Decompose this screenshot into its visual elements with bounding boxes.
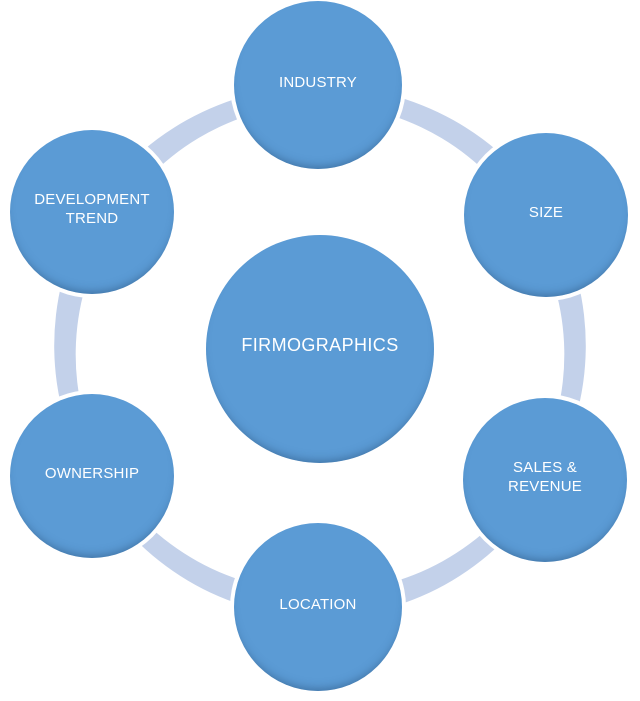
- node-size-label: SIZE: [528, 203, 564, 221]
- node-sales-revenue: SALES & REVENUE: [463, 398, 627, 562]
- node-ownership-label: OWNERSHIP: [44, 464, 140, 482]
- node-industry-label: INDUSTRY: [279, 73, 357, 91]
- center-node-label: FIRMOGRAPHICS: [241, 335, 399, 355]
- node-industry: INDUSTRY: [234, 1, 402, 169]
- node-location-label: LOCATION: [279, 595, 357, 613]
- node-development-trend: DEVELOPMENT TREND: [10, 130, 174, 294]
- node-ownership: OWNERSHIP: [10, 394, 174, 558]
- node-sales-revenue-label: SALES & REVENUE: [508, 459, 582, 495]
- node-development-trend-label: DEVELOPMENT TREND: [34, 191, 150, 227]
- node-size: SIZE: [464, 133, 628, 297]
- node-location: LOCATION: [234, 523, 402, 691]
- node-firmographics-center: FIRMOGRAPHICS: [206, 235, 434, 463]
